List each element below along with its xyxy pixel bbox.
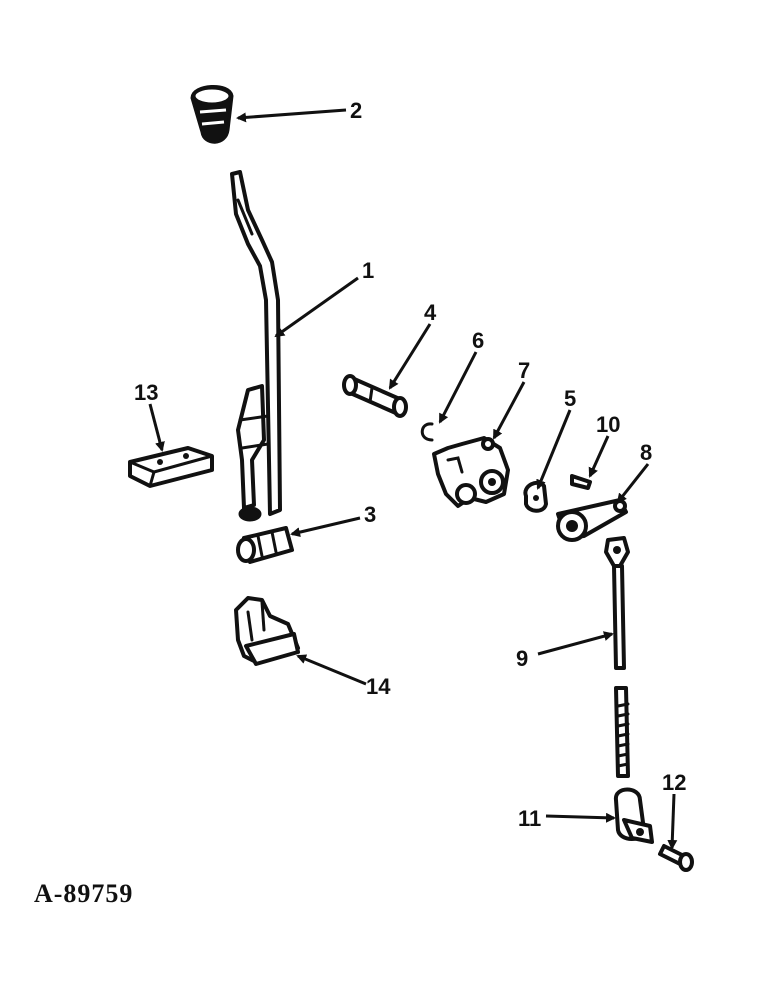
part-8-arm	[556, 498, 628, 542]
callout-2: 2	[350, 98, 362, 123]
part-6-clip	[420, 422, 434, 442]
callout-5: 5	[564, 386, 576, 411]
part-11-clevis	[614, 787, 654, 844]
part-3-sleeve	[236, 526, 294, 564]
drawing-number: A-89759	[34, 879, 133, 908]
callout-4: 4	[424, 300, 437, 325]
leader-lines	[148, 108, 678, 850]
callout-3: 3	[364, 502, 376, 527]
part-4-pin	[342, 374, 408, 418]
part-14-bracket	[234, 596, 300, 666]
part-10-small-pin	[570, 474, 592, 490]
part-5-link	[523, 480, 548, 513]
part-9-rod	[604, 536, 630, 778]
callout-6: 6	[472, 328, 484, 353]
callout-12: 12	[662, 770, 686, 795]
callout-8: 8	[640, 440, 652, 465]
callout-10: 10	[596, 412, 620, 437]
callout-11: 11	[518, 806, 541, 831]
callout-labels: 1 2 3 4 5 6 7 8 9 10 11 12 13 14	[134, 98, 686, 831]
part-12-bolt	[658, 844, 694, 872]
part-1-shift-lever	[230, 170, 282, 522]
callout-14: 14	[366, 674, 391, 699]
callout-7: 7	[518, 358, 530, 383]
part-7-shifter-bracket	[432, 436, 510, 508]
part-13-plate	[128, 446, 214, 488]
part-2-knob	[190, 84, 234, 144]
callout-13: 13	[134, 380, 158, 405]
callout-1: 1	[362, 258, 374, 283]
callout-9: 9	[516, 646, 528, 671]
